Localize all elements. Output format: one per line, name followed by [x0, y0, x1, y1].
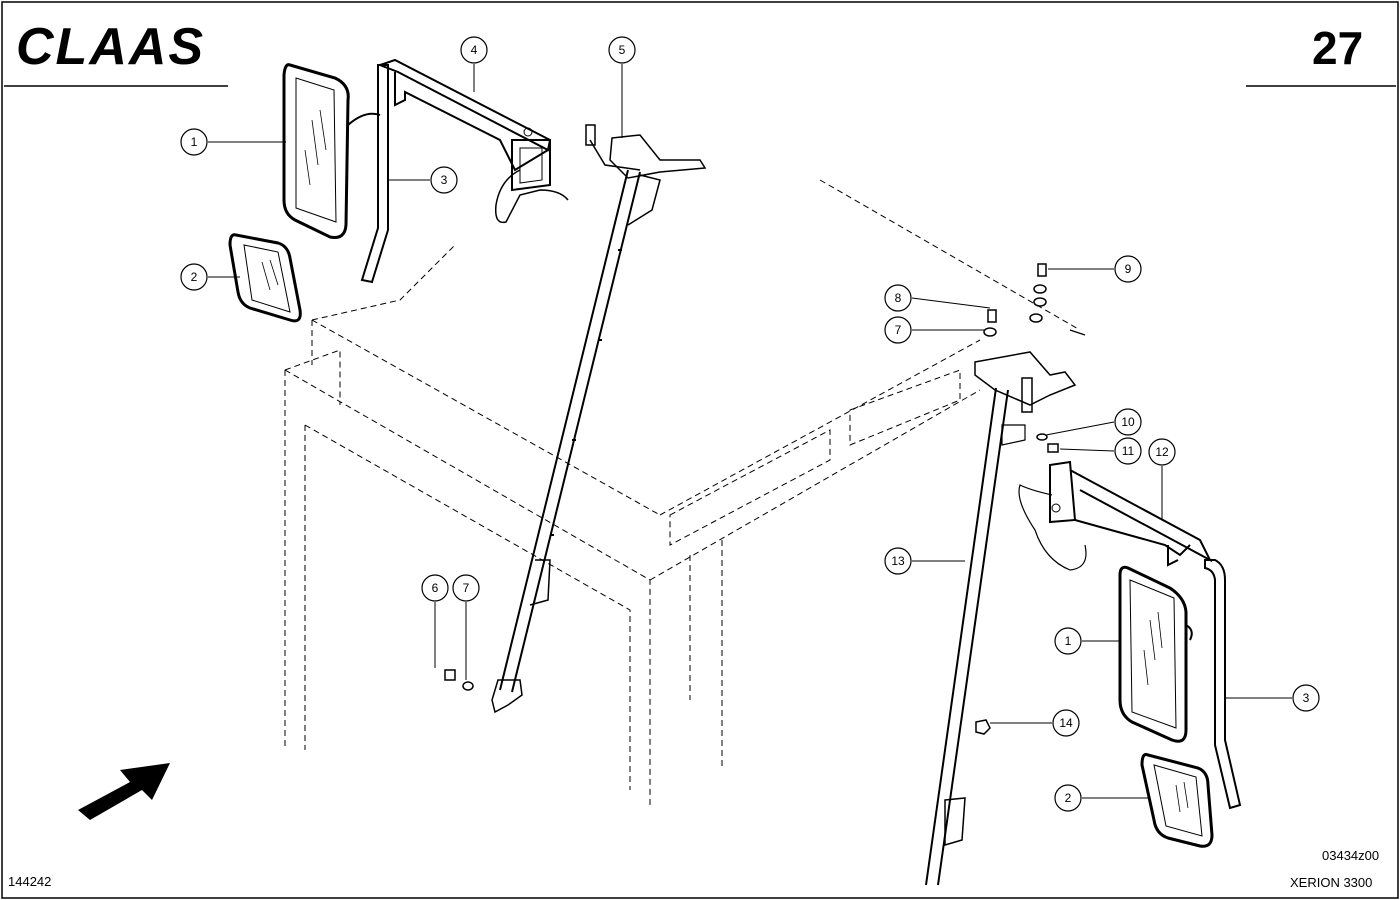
- callout-10: [1114, 408, 1142, 436]
- callout-leaders: [208, 64, 1292, 799]
- mirror-rod-left: [360, 64, 389, 284]
- callout-7-left: [452, 574, 480, 602]
- callout-9: [1114, 255, 1142, 283]
- callout-8: [884, 284, 912, 312]
- callout-11-label: 11: [1122, 444, 1135, 458]
- support-post-right: [925, 329, 1086, 886]
- callout-3-left-label: 3: [441, 173, 448, 187]
- callout-3-right: [1292, 684, 1320, 712]
- callout-5: [608, 36, 636, 64]
- callout-13-label: 13: [891, 554, 905, 568]
- callout-4-label: 4: [471, 43, 478, 57]
- callout-3-left: [430, 166, 458, 194]
- callout-3-right-label: 3: [1303, 691, 1310, 705]
- callout-2-right-label: 2: [1065, 791, 1072, 805]
- callout-14: [1052, 709, 1080, 737]
- callout-1-right-label: 1: [1065, 634, 1072, 648]
- callout-balloons: 1 2 3 4 5 6 7 8 7 9 10 11 12 13 1 3 14: [180, 36, 1320, 812]
- drawing-code: 03434z00: [1322, 848, 1379, 863]
- screw-and-washer-left: [444, 669, 474, 691]
- fasteners-right: [983, 263, 1059, 453]
- callout-2-left-label: 2: [191, 270, 198, 284]
- cap-part: [975, 719, 991, 735]
- mirror-glass-right: [1140, 753, 1214, 848]
- callout-9-label: 9: [1125, 262, 1132, 276]
- mirror-right: [1118, 565, 1193, 743]
- left-code: 144242: [8, 874, 51, 889]
- claas-logo: CLAAS: [16, 18, 205, 76]
- callout-13: [884, 547, 912, 575]
- callout-12: [1148, 438, 1176, 466]
- callout-8-label: 8: [895, 291, 902, 305]
- mirror-rod-right: [1204, 559, 1242, 810]
- callout-5-label: 5: [619, 43, 626, 57]
- callout-7-right-label: 7: [895, 323, 902, 337]
- callout-2-right: [1054, 784, 1082, 812]
- callout-10-label: 10: [1121, 415, 1135, 429]
- page-number: 27: [1312, 22, 1363, 74]
- callout-2-left: [180, 263, 208, 291]
- callout-1-right: [1054, 627, 1082, 655]
- callout-1-left-label: 1: [191, 135, 198, 149]
- mirror-left: [282, 63, 381, 239]
- callout-7-right: [884, 316, 912, 344]
- mirror-arm-left: [377, 58, 569, 224]
- callout-4: [460, 36, 488, 64]
- support-post-left: [491, 124, 707, 714]
- direction-arrow: [78, 763, 170, 820]
- model-name: XERION 3300: [1290, 875, 1372, 890]
- callout-7-left-label: 7: [463, 581, 470, 595]
- cab-outline: [284, 179, 1081, 805]
- callout-14-label: 14: [1059, 716, 1073, 730]
- callout-6-label: 6: [432, 581, 439, 595]
- mirror-arm-right: [1018, 460, 1213, 571]
- callout-1-left: [180, 128, 208, 156]
- callout-6: [421, 574, 449, 602]
- callout-12-label: 12: [1155, 445, 1169, 459]
- mirror-glass-left: [228, 233, 302, 323]
- callout-11: [1114, 437, 1142, 465]
